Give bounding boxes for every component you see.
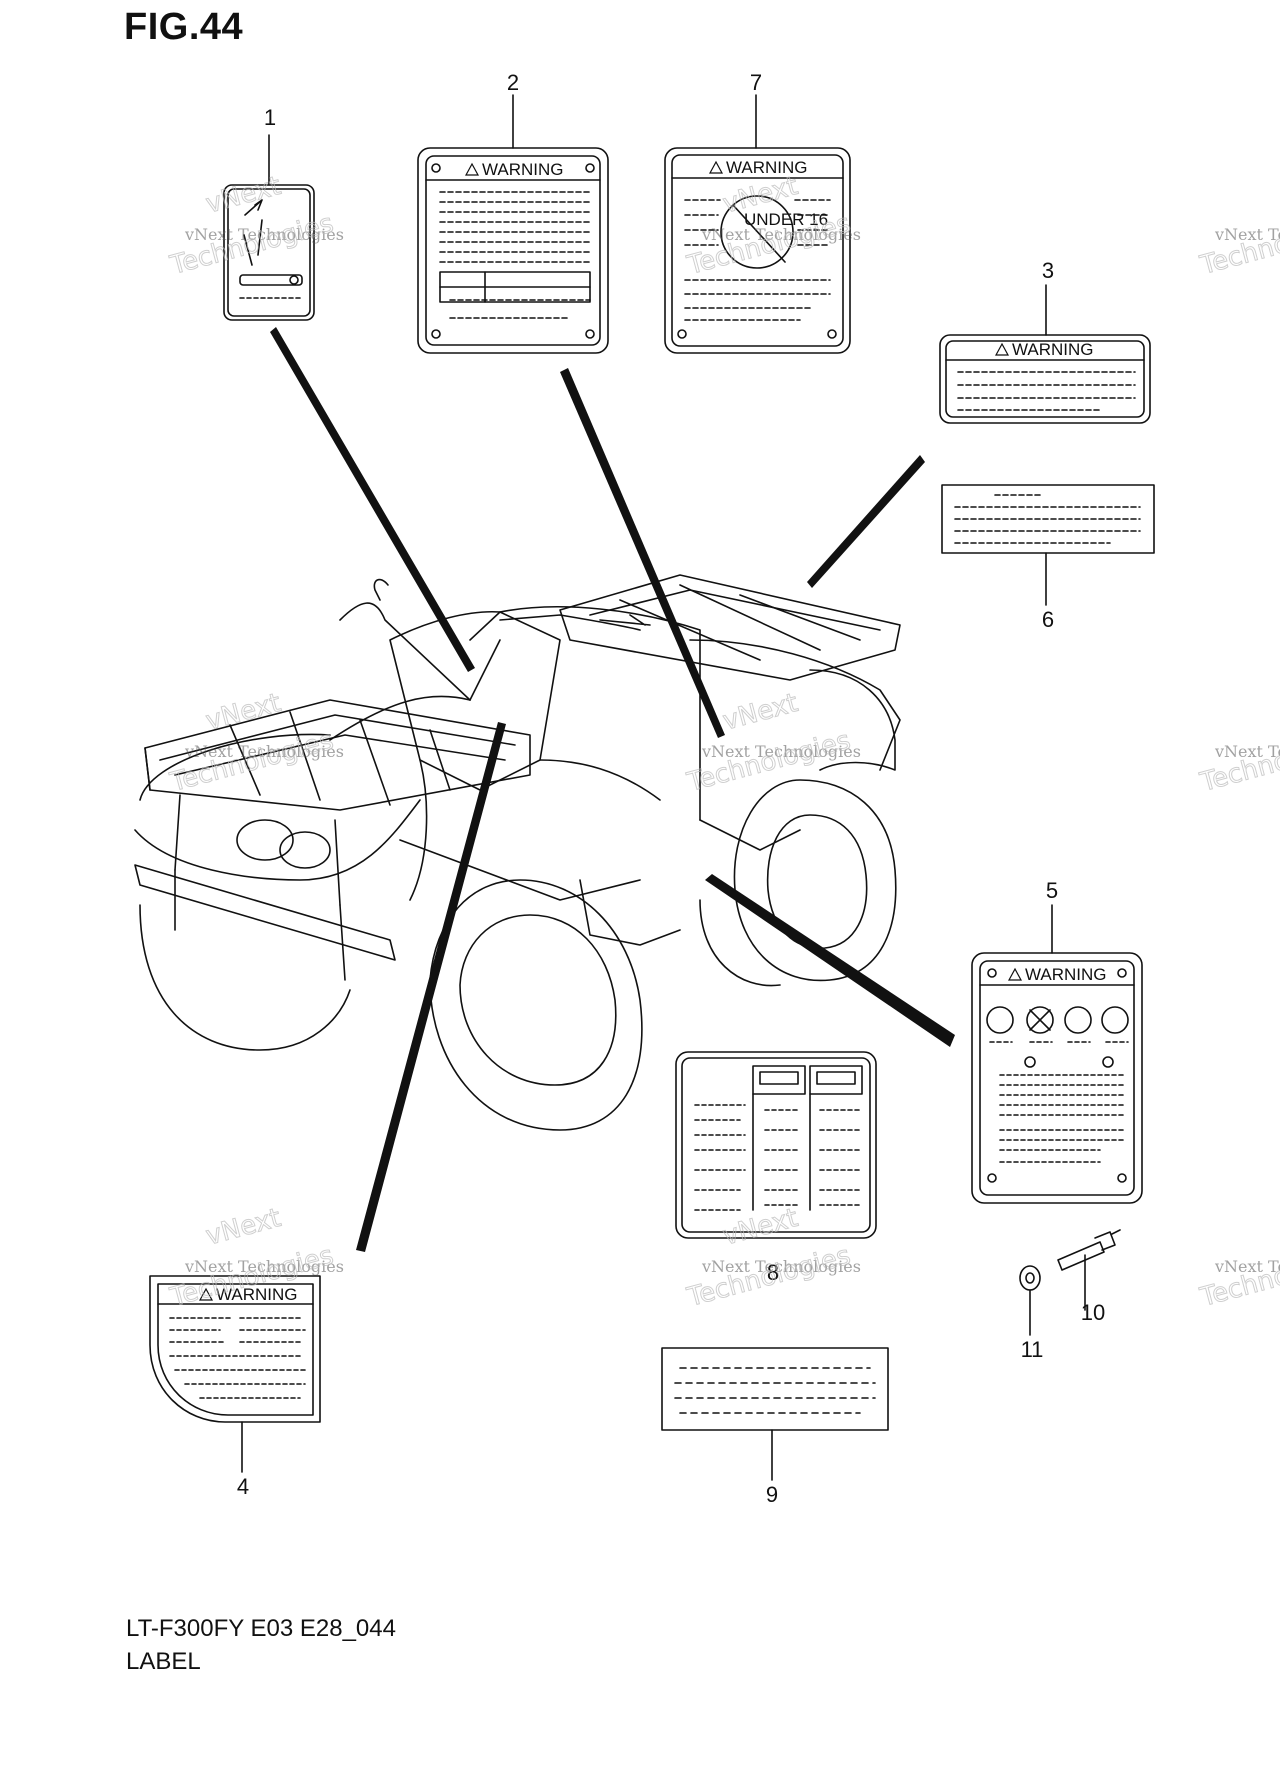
warning-triangle-icon — [1007, 967, 1023, 981]
figure-title: FIG.44 — [124, 6, 244, 48]
watermark-outline: vNext — [203, 688, 284, 737]
label-2 — [417, 94, 609, 354]
watermark-outline: vNext — [203, 171, 284, 220]
model-code: LT-F300FY E03 E28_044 — [126, 1615, 396, 1642]
watermark-text: vNext Technologies — [1214, 225, 1280, 244]
callout-3: 3 — [1042, 258, 1054, 283]
warning-headers: WARNING WARNING WARNING WARNING WARNING … — [216, 158, 1107, 1304]
label-3 — [939, 284, 1151, 424]
watermark-text: vNext Technologies — [1214, 1257, 1280, 1276]
warning-triangle-icon — [708, 160, 724, 174]
label-5 — [971, 904, 1143, 1204]
watermark-text: vNext Technologies — [1214, 742, 1280, 761]
warning-triangle-icon — [198, 1287, 214, 1301]
callout-8: 8 — [767, 1260, 779, 1285]
label-2-header: WARNING — [482, 160, 564, 179]
watermark-outline: Technologies — [167, 209, 337, 281]
label-6 — [941, 484, 1155, 606]
callout-1: 1 — [264, 105, 276, 130]
callout-9: 9 — [766, 1482, 778, 1507]
label-1 — [223, 134, 315, 321]
label-7-header: WARNING — [726, 158, 808, 177]
label-4-header: WARNING — [216, 1285, 298, 1304]
watermark-outline: Technologies — [684, 726, 854, 798]
label-8 — [675, 1051, 877, 1239]
part-11-washer — [1019, 1265, 1041, 1336]
atv-illustration — [134, 574, 901, 1131]
watermark-text: vNext Technologies — [184, 1257, 344, 1276]
callout-6: 6 — [1042, 607, 1054, 632]
callout-4: 4 — [237, 1474, 249, 1499]
label-4 — [149, 1275, 321, 1473]
warning-triangle-icons — [198, 160, 1023, 1301]
watermark-text: vNext Technologies — [701, 225, 861, 244]
watermark-outline: Technologies — [684, 1241, 854, 1313]
figure-caption: LABEL — [126, 1648, 201, 1675]
watermark-text: vNext Technologies — [701, 1257, 861, 1276]
part-10-rivet — [1057, 1229, 1121, 1311]
callout-10: 10 — [1081, 1300, 1105, 1325]
watermark-outline: vNext — [203, 1203, 284, 1252]
watermarks: vNext Technologies vNext Technologies vN… — [166, 171, 1280, 1314]
label-3-header: WARNING — [1012, 340, 1094, 359]
watermark-text: vNext Technologies — [184, 742, 344, 761]
callout-2: 2 — [507, 70, 519, 95]
warning-triangle-icon — [994, 342, 1010, 356]
label-5-header: WARNING — [1025, 965, 1107, 984]
leader-lines — [270, 327, 955, 1252]
label-7-badge: UNDER 16 — [744, 210, 828, 229]
watermark-text: vNext Technologies — [701, 742, 861, 761]
callout-11: 11 — [1021, 1337, 1044, 1362]
label-9 — [661, 1347, 889, 1481]
watermark-outline: Technologies — [1197, 1241, 1280, 1313]
callout-7: 7 — [750, 70, 762, 95]
callout-5: 5 — [1046, 878, 1058, 903]
watermark-outline: Technologies — [1197, 726, 1280, 798]
watermark-outline: vNext — [720, 688, 801, 737]
label-7 — [664, 94, 851, 354]
callout-numbers: 1 2 3 4 5 6 7 8 9 10 11 — [237, 70, 1105, 1507]
watermark-text: vNext Technologies — [184, 225, 344, 244]
watermark-outline: Technologies — [1197, 209, 1280, 281]
warning-triangle-icon — [464, 162, 480, 176]
